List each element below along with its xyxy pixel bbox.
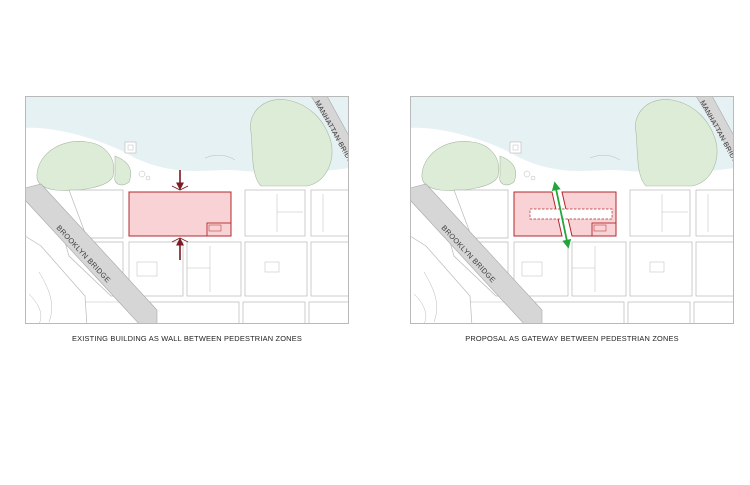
opposing-pressure-arrows-icon: [171, 170, 189, 260]
existing-building-annex: [206, 222, 232, 237]
double-headed-passage-arrow-icon: [551, 181, 572, 249]
park-east: [635, 99, 718, 187]
manhattan-bridge-deck: [695, 96, 734, 159]
proposed-building-annex: [591, 222, 617, 237]
park-strip: [114, 155, 132, 186]
plaza-square: [509, 141, 522, 154]
park-west: [36, 140, 115, 191]
proposal-map: BROOKLYN BRIDGE MANHATTAN BRIDGE: [410, 96, 734, 324]
manhattan-bridge-deck: [310, 96, 349, 159]
map-frame: [25, 96, 349, 324]
brooklyn-bridge-deck: [25, 183, 158, 324]
brooklyn-bridge-deck: [410, 183, 543, 324]
park-east: [250, 99, 333, 187]
map-drawing: BROOKLYN BRIDGE MANHATTAN BRIDGE: [25, 96, 349, 324]
city-blocks: [25, 189, 349, 324]
park-strip: [499, 155, 517, 186]
overhead-connector: [529, 208, 613, 220]
plaza-square: [124, 141, 137, 154]
park-west: [421, 140, 500, 191]
map-frame: [410, 96, 734, 324]
proposal-caption: PROPOSAL AS GATEWAY BETWEEN PEDESTRIAN Z…: [465, 334, 679, 343]
existing-condition-map: BROOKLYN BRIDGE MANHATTAN BRIDGE: [25, 96, 349, 324]
existing-building: [128, 191, 232, 237]
existing-caption: EXISTING BUILDING AS WALL BETWEEN PEDEST…: [72, 334, 302, 343]
map-drawing: BROOKLYN BRIDGE MANHATTAN BRIDGE: [410, 96, 734, 324]
